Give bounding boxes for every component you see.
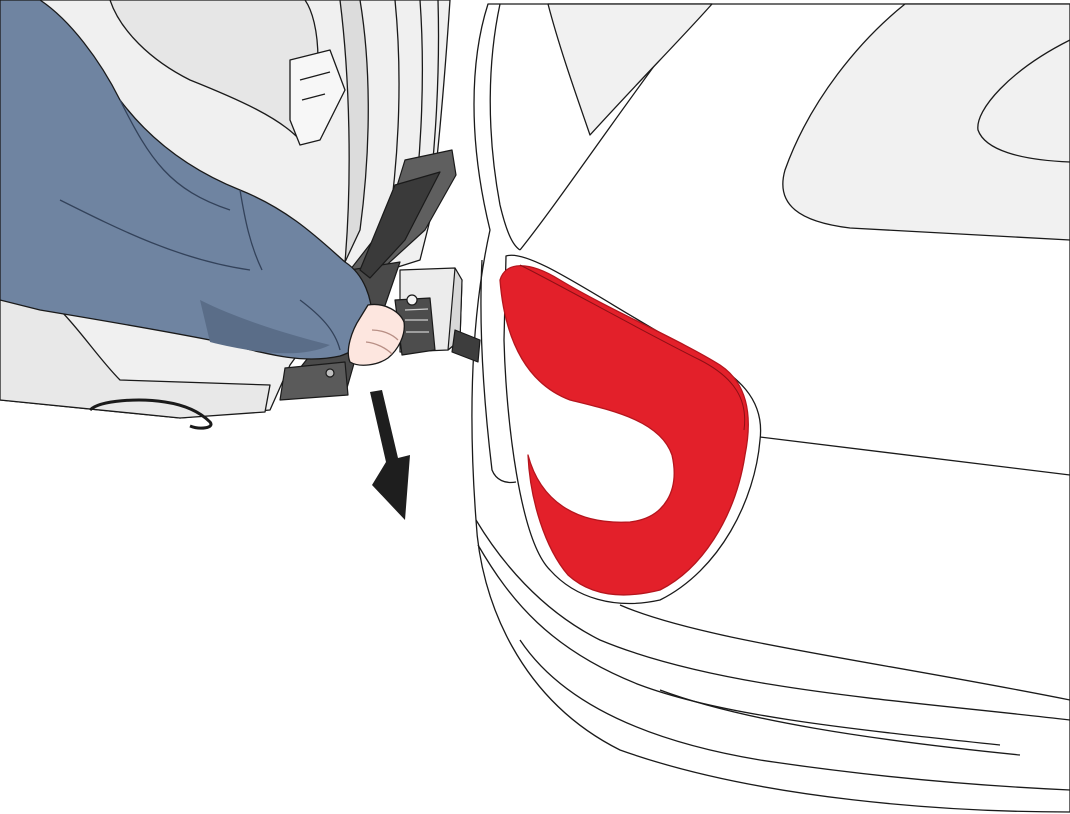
car — [472, 4, 1070, 812]
rack-bolt — [326, 369, 334, 377]
plug-screw — [407, 295, 417, 305]
down-arrow-shaft — [370, 390, 410, 520]
down-arrow-icon — [370, 390, 410, 520]
rack-base — [280, 362, 348, 400]
